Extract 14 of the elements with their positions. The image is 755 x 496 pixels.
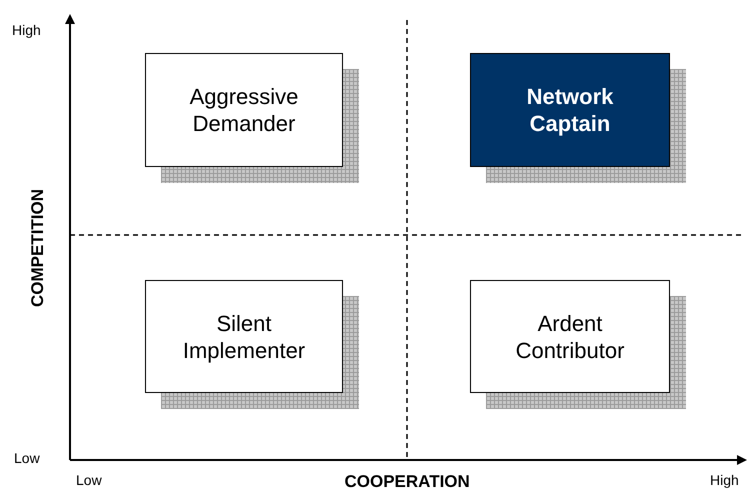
role-box: [145, 280, 343, 393]
axis-tick-label: Low: [76, 472, 102, 488]
role-label: Ardent Contributor: [514, 310, 626, 364]
axis-title: COOPERATION: [344, 472, 470, 492]
role-label: Aggressive Demander: [188, 83, 300, 137]
axis-tick-label: High: [710, 472, 739, 488]
axis-tick-label: Low: [14, 450, 40, 466]
axis-tick-label: High: [12, 22, 41, 38]
axis-title: COMPETITION: [28, 188, 48, 308]
role-label: Network Captain: [526, 83, 614, 137]
role-label: Silent Implementer: [182, 310, 306, 364]
role-box: [145, 53, 343, 167]
role-box: [470, 280, 670, 393]
role-box: [470, 53, 670, 167]
